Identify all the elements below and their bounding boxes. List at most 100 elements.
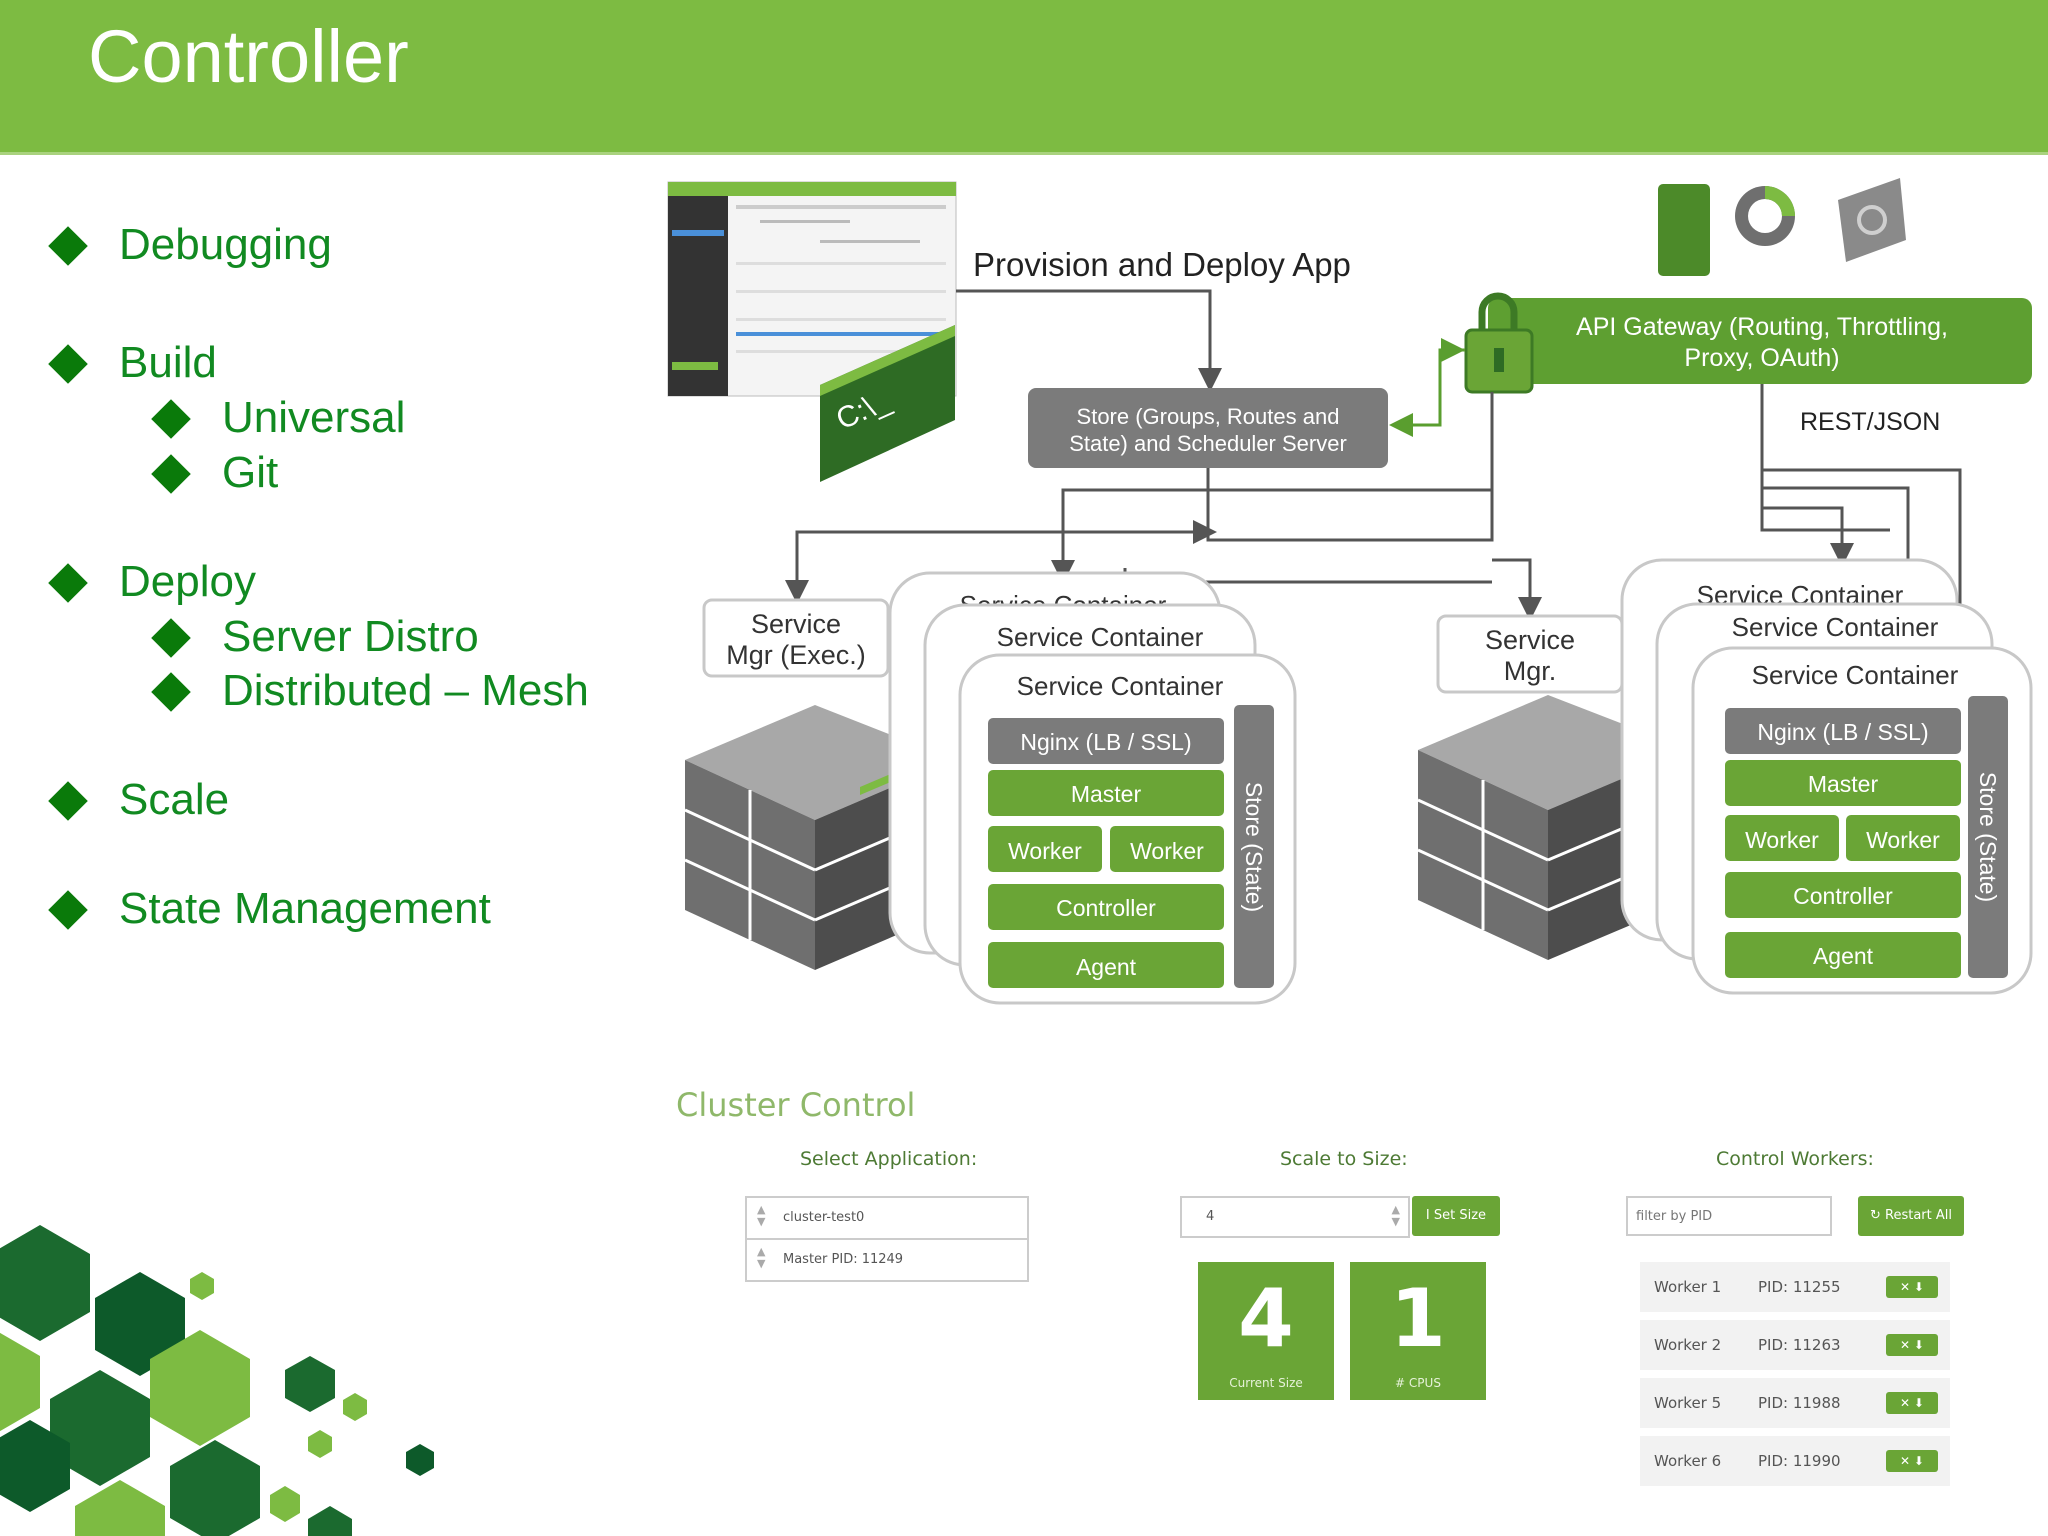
diamond-bullet-icon [151, 618, 191, 658]
cluster-control-title: Cluster Control [676, 1086, 916, 1124]
arrow-down-icon: ⬇ [1913, 1280, 1924, 1294]
cpus-value: 1 [1390, 1272, 1446, 1365]
architecture-diagram: C:\_ Provision and Deploy App Store (Gro… [667, 178, 2033, 1005]
worker-actions-button[interactable]: ✕ ⬇ [1886, 1392, 1938, 1414]
bullet-label: Universal [222, 393, 406, 442]
restart-all-button[interactable]: ↻ Restart All [1858, 1196, 1964, 1236]
diamond-bullet-icon [48, 226, 88, 266]
worker-pid: PID: 11263 [1758, 1336, 1841, 1354]
svg-text:Store (Groups, Routes and: Store (Groups, Routes and [1077, 404, 1340, 429]
svg-text:Proxy, OAuth): Proxy, OAuth) [1684, 344, 1839, 372]
svg-text:Master: Master [1808, 771, 1879, 797]
service-container-stack-left: Service Container Service Container Serv… [888, 571, 1297, 1005]
svg-text:Master: Master [1071, 781, 1142, 807]
terminal-icon: C:\_ [820, 325, 955, 482]
service-manager-left: Service Mgr (Exec.) [702, 598, 890, 678]
worker-row: Worker 1 PID: 11255 ✕ ⬇ [1640, 1262, 1950, 1312]
close-icon: ✕ [1900, 1338, 1911, 1352]
svg-text:Worker: Worker [1745, 827, 1819, 853]
svg-text:Service Container: Service Container [1732, 612, 1939, 642]
svg-text:Worker: Worker [1130, 838, 1204, 864]
worker-name: Worker 6 [1654, 1452, 1722, 1470]
svg-text:Nginx (LB / SSL): Nginx (LB / SSL) [1020, 729, 1191, 755]
current-size-tile: 4 Current Size [1198, 1262, 1334, 1400]
diamond-bullet-icon [48, 890, 88, 930]
worker-name: Worker 1 [1654, 1278, 1722, 1296]
updown-arrows-icon: ▲▼ [757, 1245, 766, 1270]
svg-text:State) and Scheduler Server: State) and Scheduler Server [1069, 431, 1347, 456]
cpus-tile: 1 # CPUS [1350, 1262, 1486, 1400]
svg-text:API Gateway (Routing, Throttli: API Gateway (Routing, Throttling, [1576, 313, 1948, 341]
spinner-arrows-icon: ▲▼ [1391, 1203, 1400, 1228]
service-container-stack-right: Service Container Service Container Serv… [1620, 558, 2033, 995]
application-select-value: cluster-test0 [783, 1210, 865, 1225]
close-icon: ✕ [1900, 1280, 1911, 1294]
arrow-down-icon: ⬇ [1913, 1396, 1924, 1410]
scale-size-input[interactable]: 4 ▲▼ [1180, 1196, 1410, 1238]
set-size-label: Set Size [1433, 1208, 1487, 1223]
diamond-bullet-icon [48, 344, 88, 384]
current-size-caption: Current Size [1229, 1376, 1303, 1390]
worker-name: Worker 5 [1654, 1394, 1722, 1412]
rest-json-label: REST/JSON [1800, 408, 1940, 436]
worker-actions-button[interactable]: ✕ ⬇ [1886, 1276, 1938, 1298]
worker-name: Worker 2 [1654, 1336, 1722, 1354]
worker-pid: PID: 11988 [1758, 1394, 1841, 1412]
service-manager-right: Service Mgr. [1436, 614, 1624, 694]
worker-actions-button[interactable]: ✕ ⬇ [1886, 1334, 1938, 1356]
svg-text:Agent: Agent [1076, 954, 1137, 980]
api-gateway: API Gateway (Routing, Throttling, Proxy,… [1488, 298, 2032, 384]
scale-to-size-label: Scale to Size: [1280, 1148, 1408, 1170]
bullet-label: State Management [119, 884, 491, 933]
bullet-label: Debugging [119, 220, 332, 269]
bullet-label: Deploy [119, 557, 256, 606]
header-rule [0, 152, 2048, 155]
slide-title: Controller [88, 15, 409, 98]
updown-arrows-icon: ▲▼ [757, 1203, 766, 1228]
lock-icon [1464, 292, 1534, 394]
svg-text:Service Container: Service Container [1752, 660, 1959, 690]
app-screenshot-thumbnail [667, 181, 957, 397]
svg-text:Nginx (LB / SSL): Nginx (LB / SSL) [1757, 719, 1928, 745]
device-icons [1658, 178, 1906, 276]
arrow-down-icon: ⬇ [1913, 1454, 1924, 1468]
restart-all-label: Restart All [1885, 1208, 1952, 1223]
diamond-bullet-icon [151, 672, 191, 712]
bullet-label: Git [222, 448, 279, 497]
svg-text:Mgr (Exec.): Mgr (Exec.) [726, 640, 866, 670]
worker-row: Worker 6 PID: 11990 ✕ ⬇ [1640, 1436, 1950, 1486]
svg-text:Worker: Worker [1866, 827, 1940, 853]
master-pid-value: Master PID: 11249 [783, 1252, 904, 1267]
store-scheduler-server: Store (Groups, Routes and State) and Sch… [1028, 388, 1388, 468]
svg-text:Agent: Agent [1813, 943, 1874, 969]
svg-text:Mgr.: Mgr. [1504, 656, 1557, 686]
scale-size-value: 4 [1206, 1209, 1215, 1224]
diamond-bullet-icon [151, 399, 191, 439]
hexagon-decoration [0, 1225, 434, 1536]
diamond-bullet-icon [48, 563, 88, 603]
close-icon: ✕ [1900, 1454, 1911, 1468]
worker-pid: PID: 11255 [1758, 1278, 1841, 1296]
slide-header [0, 0, 2048, 155]
bullet-label: Build [119, 338, 217, 387]
control-workers-label: Control Workers: [1716, 1148, 1874, 1170]
svg-text:Store (State): Store (State) [1975, 772, 2001, 902]
set-size-icon: I [1425, 1208, 1434, 1223]
master-pid-select[interactable]: ▲▼ Master PID: 11249 [745, 1238, 1029, 1282]
select-application-label: Select Application: [800, 1148, 978, 1170]
worker-actions-button[interactable]: ✕ ⬇ [1886, 1450, 1938, 1472]
application-select[interactable]: ▲▼ cluster-test0 [745, 1196, 1029, 1240]
worker-pid: PID: 11990 [1758, 1452, 1841, 1470]
close-icon: ✕ [1900, 1396, 1911, 1410]
worker-row: Worker 5 PID: 11988 ✕ ⬇ [1640, 1378, 1950, 1428]
set-size-button[interactable]: I Set Size [1412, 1196, 1500, 1236]
cpus-caption: # CPUS [1395, 1376, 1441, 1390]
worker-list: Worker 1 PID: 11255 ✕ ⬇ Worker 2 PID: 11… [1640, 1262, 1950, 1522]
svg-text:Service Container: Service Container [997, 622, 1204, 652]
filter-by-pid-input[interactable] [1626, 1196, 1832, 1236]
current-size-value: 4 [1238, 1272, 1294, 1365]
refresh-icon: ↻ [1869, 1208, 1886, 1223]
svg-text:Store (State): Store (State) [1241, 782, 1267, 912]
bullet-label: Server Distro [222, 612, 479, 661]
worker-row: Worker 2 PID: 11263 ✕ ⬇ [1640, 1320, 1950, 1370]
